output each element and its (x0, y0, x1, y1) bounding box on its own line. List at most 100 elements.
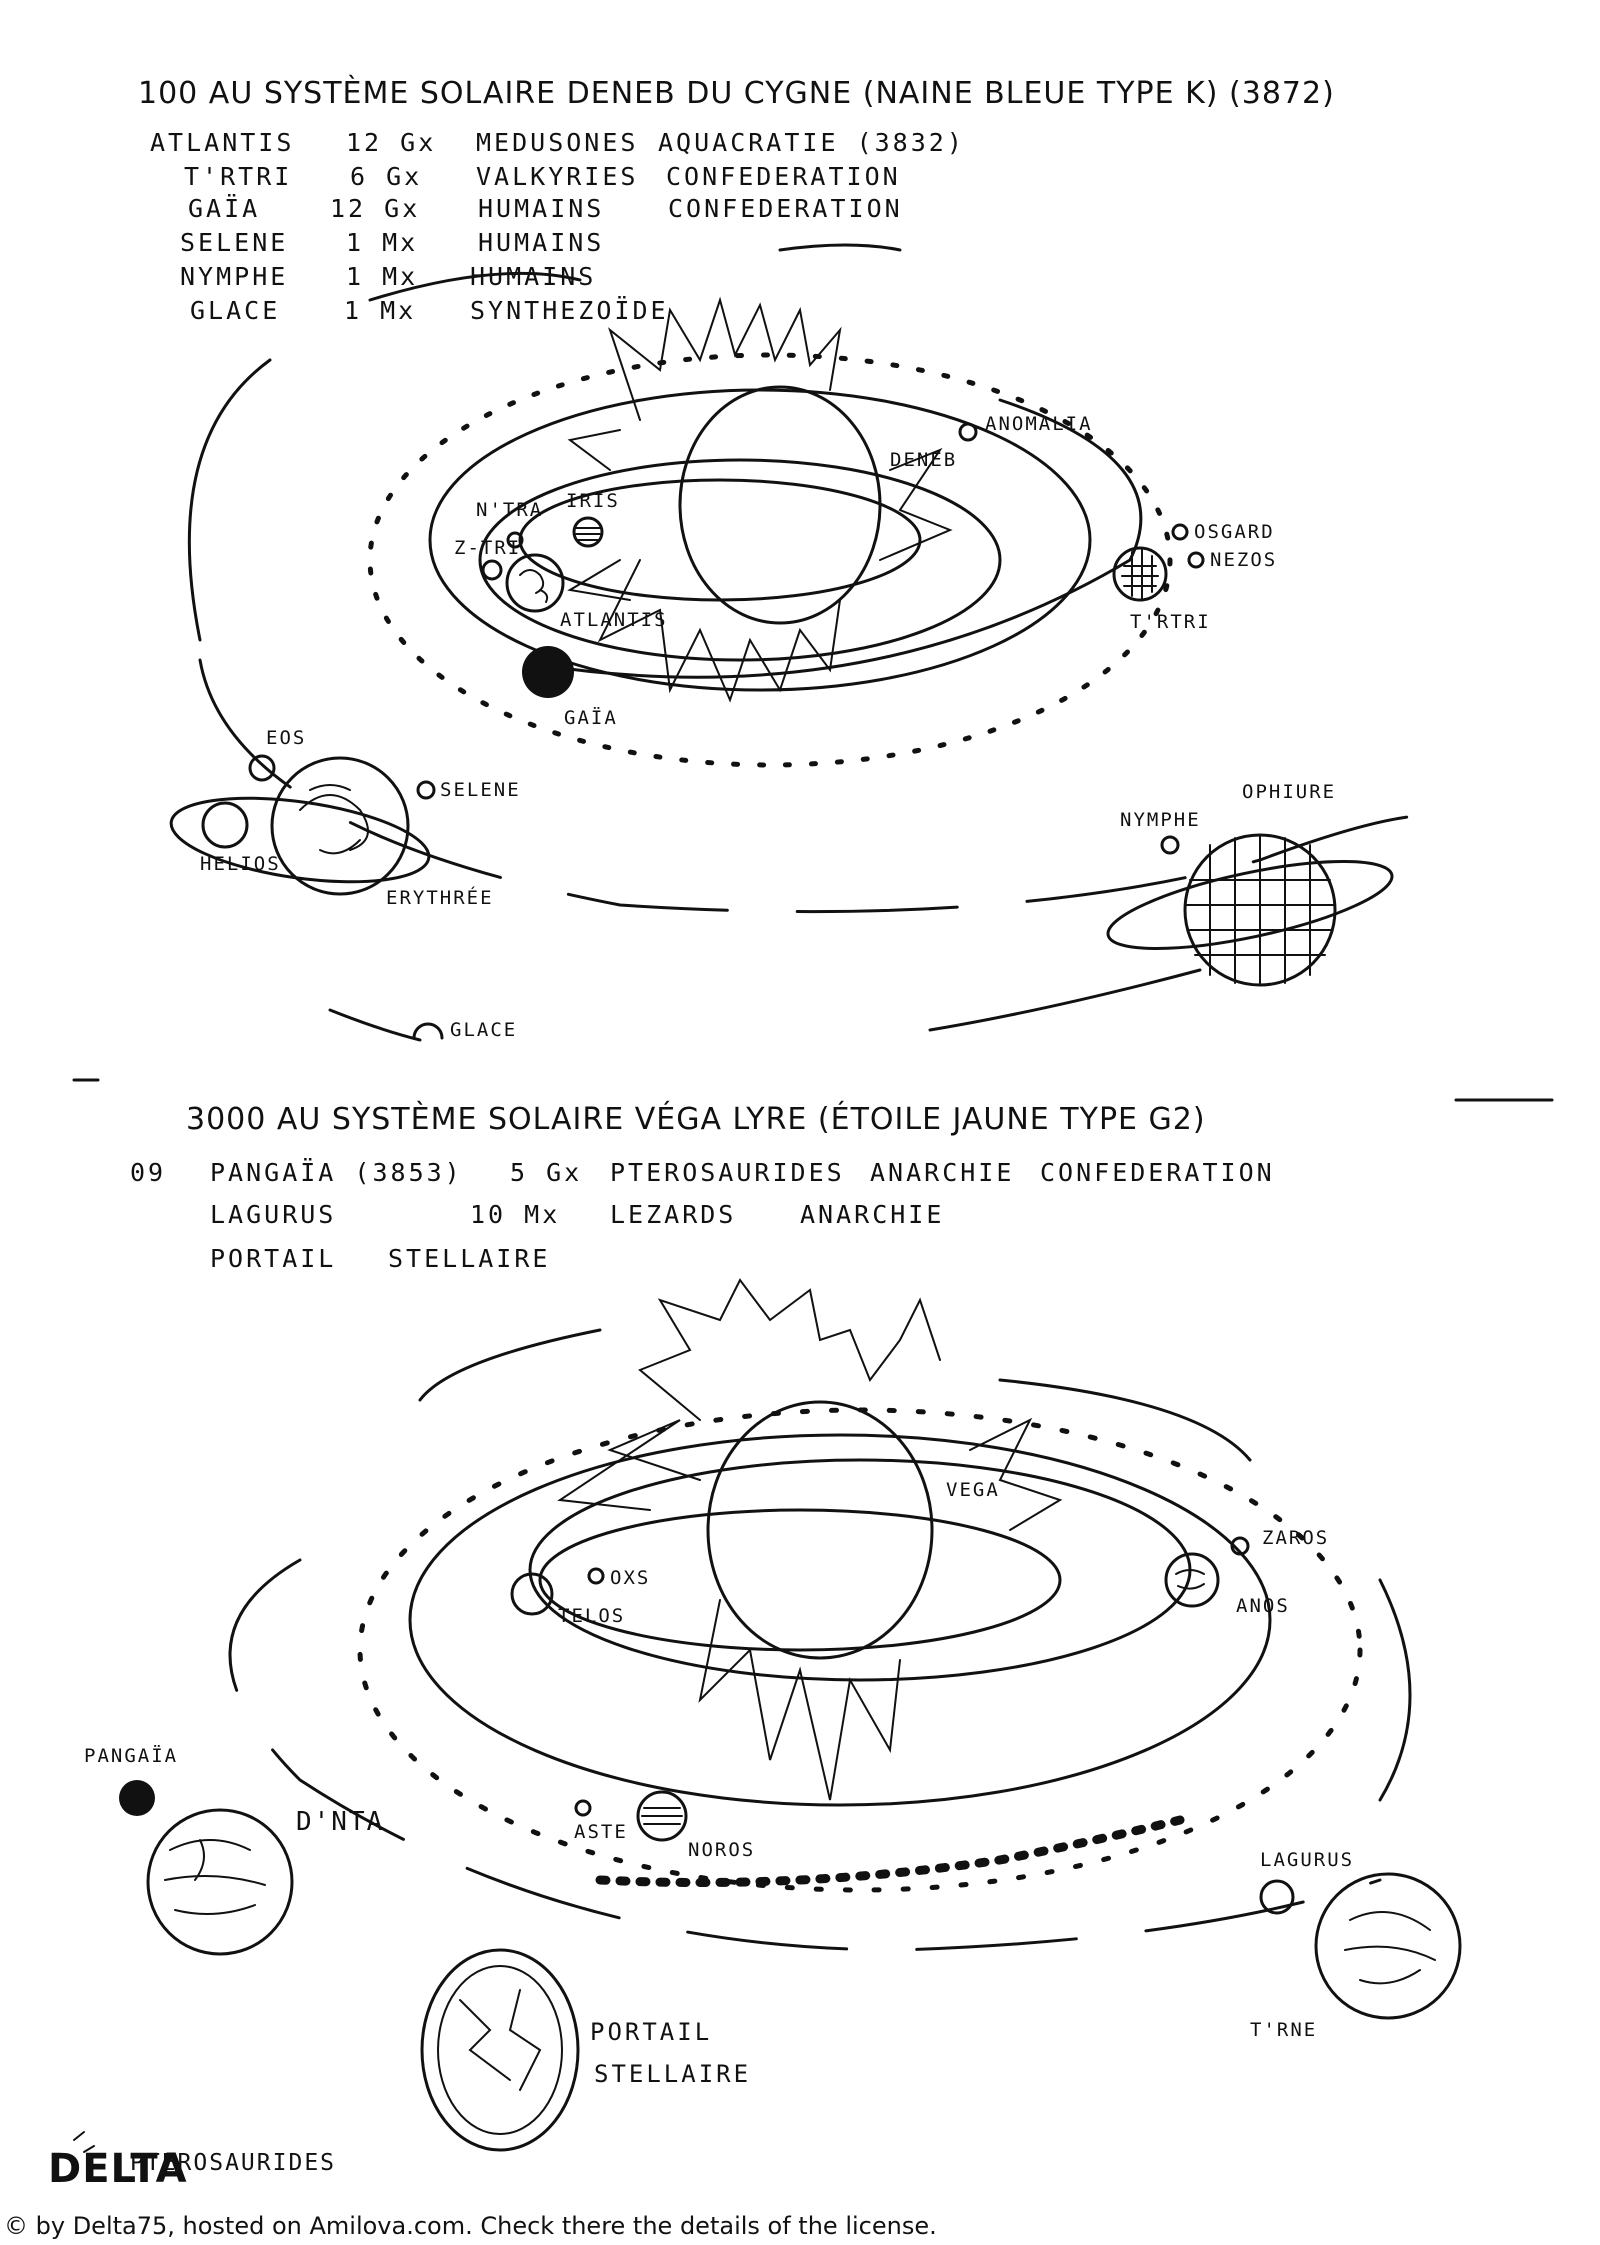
portail-inner (437, 1965, 563, 2135)
label-glace: GLACE (450, 1019, 517, 1041)
label-trtri: T'RTRI (1130, 611, 1211, 633)
planet-noros (636, 1790, 688, 1842)
orbit-atlantis (478, 458, 1002, 662)
label-ztri: Z-TRI (454, 537, 521, 559)
atlantis-surface (519, 569, 549, 603)
deneb-corona (567, 296, 953, 703)
moon-ntra (506, 531, 524, 549)
planet-name: T'RTRI (184, 162, 293, 191)
government: ANARCHIE (800, 1200, 945, 1229)
label-lagurus: LAGURUS (1260, 1849, 1354, 1871)
moon-nymphe (1160, 835, 1180, 855)
label-iris: IRIS (566, 490, 620, 512)
planet-name: GLACE (190, 296, 281, 325)
planet-gaia (522, 646, 574, 698)
planet-iris (572, 516, 604, 548)
label-atlantis: ATLANTIS (560, 609, 668, 631)
pterosaurides-mark (73, 2131, 95, 2153)
moon-nezos (1187, 551, 1205, 569)
moon-ztri (481, 559, 503, 581)
orbit-farthest (928, 968, 1202, 1032)
label-vega: VEGA (946, 1479, 1000, 1501)
pangaia-surface (164, 1839, 266, 1915)
moon-oxs (587, 1567, 605, 1585)
population: 12 Gx (346, 128, 437, 157)
asteroid-cluster (595, 1815, 1185, 1887)
species: PTEROSAURIDES (610, 1158, 845, 1187)
license-footer: © by Delta75, hosted on Amilova.com. Che… (4, 2212, 937, 2240)
label-nymphe: NYMPHE (1120, 809, 1201, 831)
government: AQUACRATIE (3832) (658, 128, 965, 157)
trne-surface (1344, 1911, 1436, 1985)
planet-name: GAÏA (188, 194, 261, 223)
label-eos: EOS (266, 727, 306, 749)
vega-system: VEGA OXS TELOS ZAROS ANOS PANGAÏA D'NTA … (73, 1278, 1462, 2176)
label-pterosaurides: PTEROSAURIDES (130, 2150, 336, 2176)
label-pangaia: PANGAÏA (84, 1744, 178, 1767)
label-nezos: NEZOS (1210, 549, 1277, 571)
planet-pangaia (146, 1808, 294, 1956)
orbit-pangaia (228, 1558, 1382, 1952)
population: 10 Mx (470, 1200, 561, 1229)
label-telos: TELOS (558, 1605, 625, 1627)
section2-title: 3000 AU SYSTÈME SOLAIRE VÉGA LYRE (ÉTOIL… (186, 1102, 1206, 1137)
moon-dnta (119, 1780, 155, 1816)
orbit-gaia (428, 388, 1092, 692)
label-gaia: GAÏA (564, 706, 618, 729)
noros-bands (641, 1807, 683, 1825)
anos-surface (1175, 1569, 1205, 1590)
orbit-trtri (538, 398, 1143, 679)
trtri-grid (1121, 549, 1159, 599)
label-anos: ANOS (1236, 1595, 1290, 1617)
label-erythree: ERYTHRÉE (386, 886, 494, 909)
portail-energy (459, 1989, 542, 2091)
moon-lagurus (1259, 1879, 1295, 1915)
label-ophiure: OPHIURE (1242, 781, 1336, 803)
orbit-top (418, 1328, 602, 1402)
planet-name: PORTAIL (210, 1244, 337, 1273)
deneb-system: DENEB ANOMALIA N'TRA IRIS Z-TRI ATLANTIS… (169, 243, 1462, 1042)
species: HUMAINS (470, 262, 597, 291)
star-helios (201, 801, 249, 849)
population: 6 Gx (350, 162, 423, 191)
planet-anos (1164, 1552, 1220, 1608)
moon-zaros (1230, 1536, 1250, 1556)
label-anomalia: ANOMALIA (985, 413, 1093, 435)
asteroid-belt (357, 1407, 1363, 1893)
moon-aste (574, 1799, 592, 1817)
portal-type: STELLAIRE (388, 1244, 551, 1273)
planet-erythree (270, 756, 410, 896)
planet-name: PANGAÏA (3853) (210, 1158, 463, 1187)
ophiure-grid (1185, 834, 1335, 986)
orbit-outer (187, 358, 272, 642)
orbit-inner (518, 478, 922, 602)
label-dnta: D'NTA (296, 1807, 384, 1837)
label-portail: PORTAIL (590, 2018, 712, 2046)
affiliation: CONFEDERATION (1040, 1158, 1275, 1187)
label-zaros: ZAROS (1262, 1527, 1329, 1549)
orbit-top (368, 271, 582, 302)
helios-ring (169, 796, 431, 884)
planet-telos (510, 1572, 554, 1616)
moon-glace (412, 1022, 444, 1040)
orbit-telos (538, 1508, 1062, 1652)
planet-atlantis (505, 553, 565, 613)
species: HUMAINS (478, 228, 605, 257)
population: 5 Gx (510, 1158, 583, 1187)
section1-title: 100 AU SYSTÈME SOLAIRE DENEB DU CYGNE (N… (138, 76, 1335, 111)
government: CONFEDERATION (666, 162, 901, 191)
portail-stellaire (420, 1948, 580, 2152)
planet-name: NYMPHE (180, 262, 289, 291)
population: 1 Mx (346, 262, 419, 291)
orbit-noros (408, 1433, 1272, 1807)
population: 12 Gx (330, 194, 421, 223)
ophiure-ring (1106, 860, 1394, 950)
moon-selene (416, 780, 436, 800)
species: SYNTHEZOÏDE (470, 296, 669, 325)
iris-bands (575, 527, 601, 541)
vega-corona (557, 1278, 1063, 1801)
species: HUMAINS (478, 194, 605, 223)
population: 1 Mx (344, 296, 417, 325)
